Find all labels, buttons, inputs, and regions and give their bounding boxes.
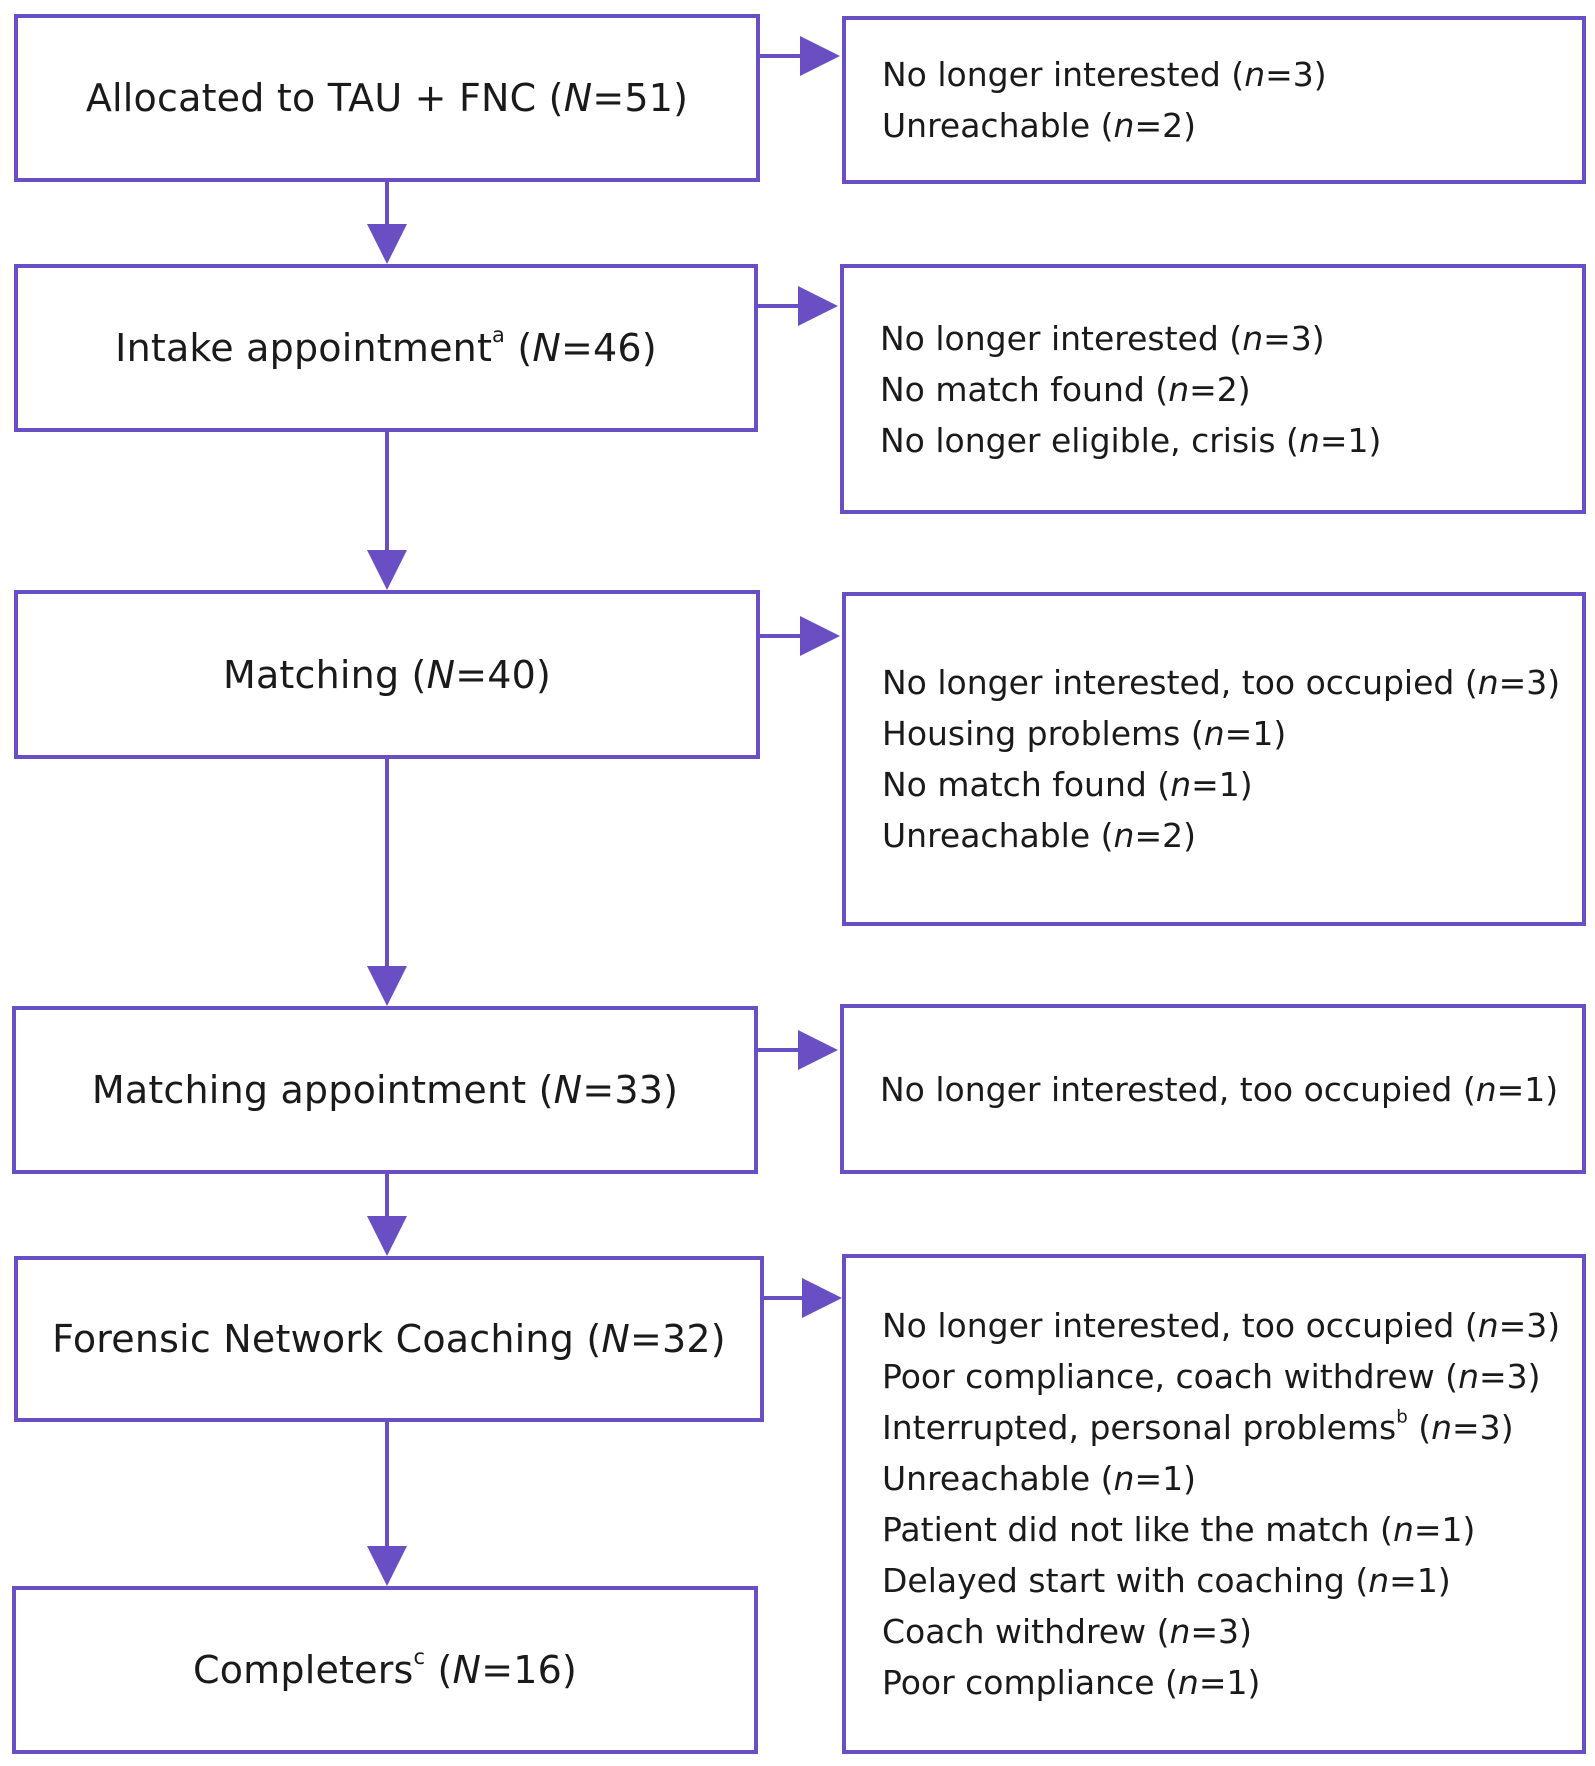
stage-box-matching-appointment: Matching appointment (N=33) [12,1006,758,1174]
exclusion-reason: Delayed start with coaching (n=1) [882,1561,1451,1600]
exclusion-reason: Poor compliance (n=1) [882,1663,1261,1702]
stage-box-matching: Matching (N=40) [14,590,760,759]
stage-label: Matching appointment (N=33) [91,1068,679,1112]
exclusion-reason: No longer interested (n=3) [882,55,1327,94]
exclusion-reason: Unreachable (n=2) [882,816,1196,855]
exclusion-reason: Poor compliance, coach withdrew (n=3) [882,1357,1541,1396]
exclusion-reason: No longer interested (n=3) [880,318,1325,358]
exclusion-reason: No match found (n=1) [882,765,1253,804]
exclusion-reason: No match found (n=2) [880,369,1251,409]
stage-box-allocated: Allocated to TAU + FNC (N=51) [14,14,760,182]
exclusion-reason: No longer interested, too occupied (n=1) [880,1069,1559,1109]
exclusion-box-4: No longer interested, too occupied (n=1) [840,1004,1586,1174]
stage-label: Forensic Network Coaching (N=32) [52,1317,726,1361]
exclusion-box-1: No longer interested (n=3) Unreachable (… [842,16,1586,184]
exclusion-reason: No longer interested, too occupied (n=3) [882,663,1561,702]
exclusion-box-2: No longer interested (n=3) No match foun… [840,264,1586,514]
exclusion-reason: Interrupted, personal problemsb (n=3) [882,1406,1514,1447]
stage-label: Matching (N=40) [222,652,552,697]
stage-box-completers: Completersc (N=16) [12,1586,758,1754]
exclusion-reason: No longer interested, too occupied (n=3) [882,1306,1561,1345]
exclusion-box-3: No longer interested, too occupied (n=3)… [842,592,1586,926]
exclusion-reason: Housing problems (n=1) [882,714,1287,753]
exclusion-reason: Unreachable (n=2) [882,106,1196,145]
exclusion-reason: Patient did not like the match (n=1) [882,1510,1476,1549]
exclusion-box-5: No longer interested, too occupied (n=3)… [842,1254,1586,1754]
stage-label: Intake appointmenta (N=46) [115,323,657,370]
stage-box-fnc: Forensic Network Coaching (N=32) [14,1256,764,1422]
stage-box-intake: Intake appointmenta (N=46) [14,264,758,432]
stage-label: Allocated to TAU + FNC (N=51) [85,76,689,120]
stage-label: Completersc (N=16) [192,1645,578,1692]
exclusion-reason: Unreachable (n=1) [882,1459,1196,1498]
exclusion-reason: No longer eligible, crisis (n=1) [880,420,1382,460]
exclusion-reason: Coach withdrew (n=3) [882,1612,1252,1651]
